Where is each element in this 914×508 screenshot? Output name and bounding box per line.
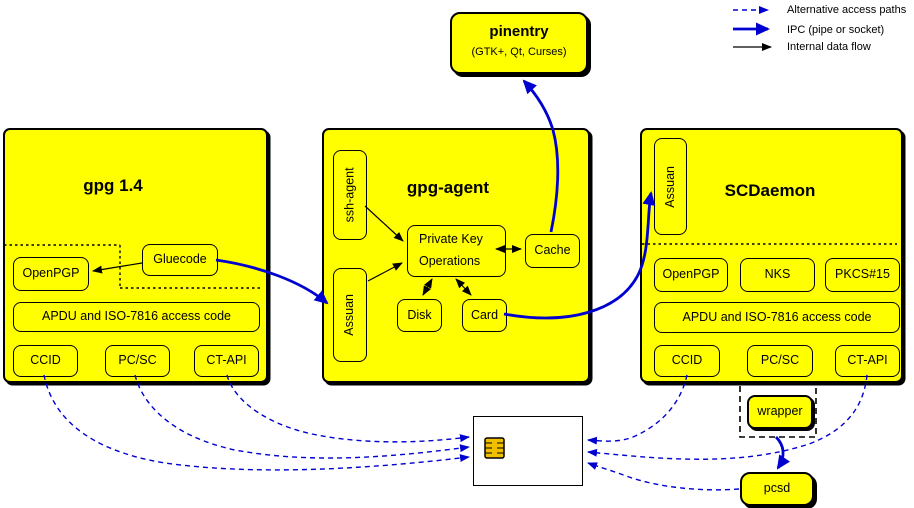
node-nks: NKS bbox=[740, 258, 815, 292]
node-pcsd: pcsd bbox=[740, 472, 814, 506]
node-cache: Cache bbox=[525, 234, 580, 268]
pko-line2: Operations bbox=[419, 254, 481, 268]
node-ctapi-gpg14: CT-API bbox=[194, 345, 259, 377]
node-pcsc-scdaemon: PC/SC bbox=[747, 345, 813, 377]
node-apdu-scdaemon: APDU and ISO-7816 access code bbox=[654, 302, 900, 333]
node-pcsc-gpg14: PC/SC bbox=[105, 345, 170, 377]
legend-label-ipc: IPC (pipe or socket) bbox=[787, 24, 885, 36]
node-ctapi-scdaemon: CT-API bbox=[835, 345, 900, 377]
node-openpgp-scdaemon: OpenPGP bbox=[654, 258, 728, 292]
scdaemon-title: SCDaemon bbox=[724, 181, 816, 200]
path-gpg14-ccid-to-card bbox=[43, 374, 470, 471]
ssh-agent-label: ssh-agent bbox=[342, 167, 357, 223]
assuan-scdaemon-label: Assuan bbox=[662, 165, 677, 208]
node-card: Card bbox=[462, 299, 507, 332]
smartcard bbox=[473, 416, 583, 486]
node-assuan-gpg-agent: Assuan bbox=[333, 268, 367, 362]
pinentry-box: pinentry (GTK+, Qt, Curses) bbox=[450, 12, 588, 74]
path-scdaemon-ccid-to-card bbox=[587, 374, 688, 445]
node-wrapper: wrapper bbox=[747, 395, 813, 429]
gpg14-box bbox=[3, 128, 268, 383]
assuan-gpg-agent-label: Assuan bbox=[342, 294, 357, 336]
node-gluecode: Gluecode bbox=[142, 244, 218, 276]
node-apdu-gpg14: APDU and ISO-7816 access code bbox=[13, 302, 260, 332]
node-disk: Disk bbox=[397, 299, 442, 332]
path-gpg14-ctapi-to-card bbox=[226, 374, 470, 443]
pinentry-title: pinentry bbox=[489, 23, 549, 40]
pko-line1: Private Key bbox=[419, 232, 483, 247]
path-gpg14-pcsc-to-card bbox=[134, 374, 470, 459]
path-pcsd-to-card bbox=[587, 462, 740, 491]
node-ssh-agent: ssh-agent bbox=[333, 150, 367, 240]
node-pkcs15: PKCS#15 bbox=[825, 258, 900, 292]
node-ccid-gpg14: CCID bbox=[13, 345, 78, 377]
arrow-wrapper-to-pcsd bbox=[774, 436, 791, 470]
legend-label-alternative-access: Alternative access paths bbox=[787, 4, 907, 16]
node-ccid-scdaemon: CCID bbox=[654, 345, 720, 377]
pinentry-subtitle: (GTK+, Qt, Curses) bbox=[471, 46, 567, 58]
path-scdaemon-ctapi-to-card bbox=[587, 374, 868, 460]
node-private-key-operations: Private Key Operations bbox=[407, 225, 506, 277]
legend-label-internal-data-flow: Internal data flow bbox=[787, 41, 871, 53]
gpg-agent-title: gpg-agent bbox=[406, 178, 490, 197]
node-assuan-scdaemon: Assuan bbox=[654, 138, 687, 235]
node-openpgp-gpg14: OpenPGP bbox=[13, 257, 89, 291]
gpg14-title: gpg 1.4 bbox=[83, 176, 143, 195]
